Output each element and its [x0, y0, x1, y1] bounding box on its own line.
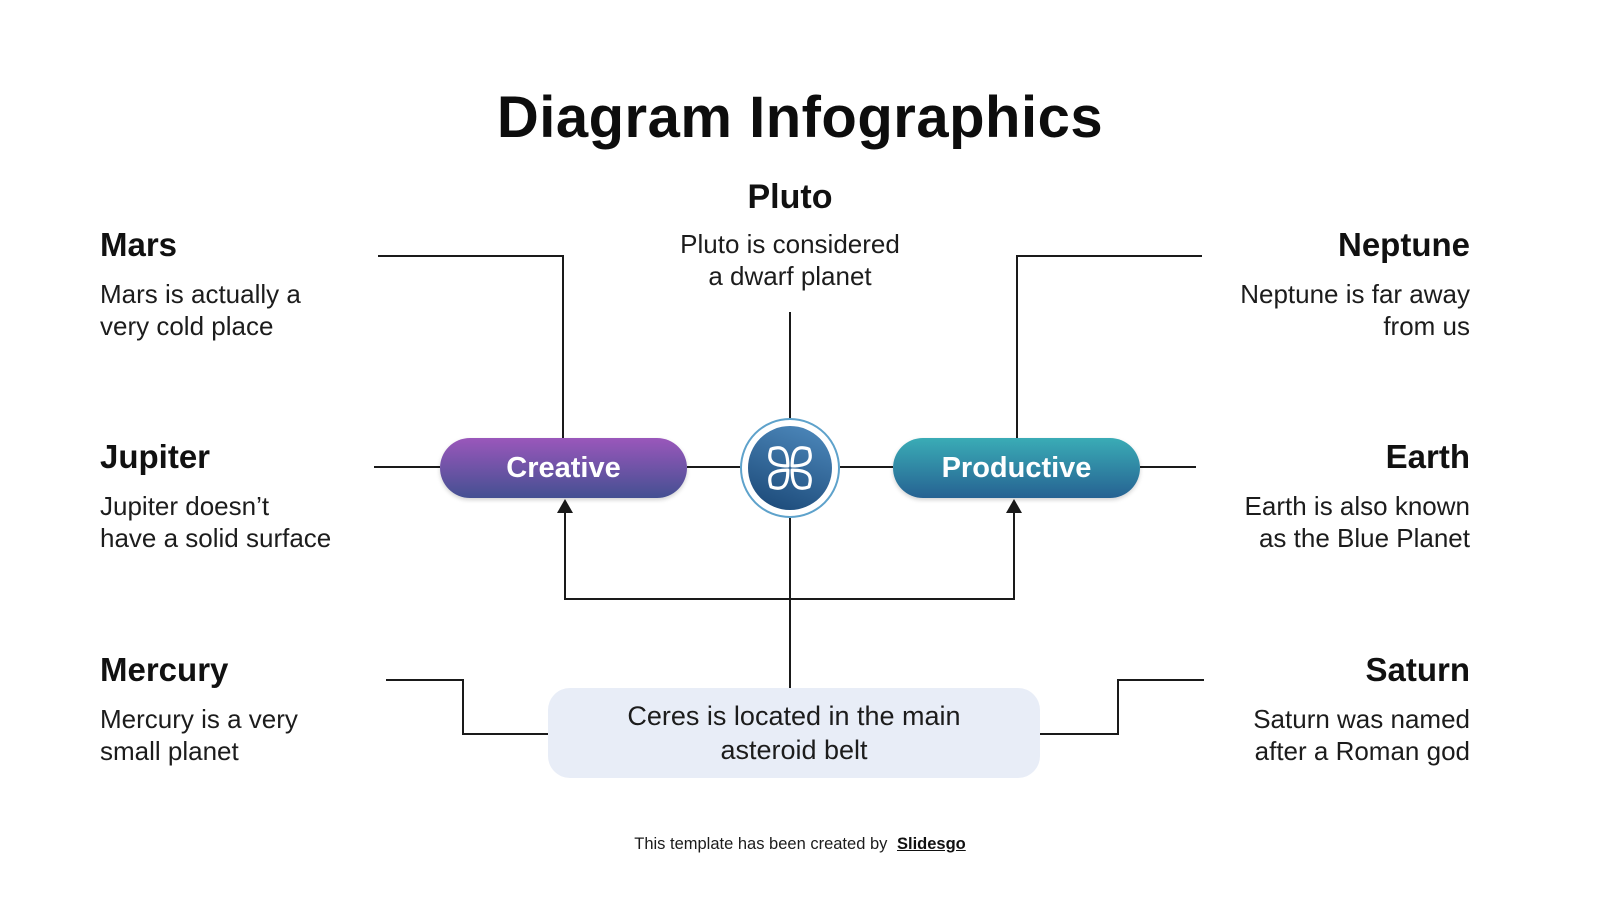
section-mars: Mars Mars is actually a very cold place — [100, 226, 430, 342]
connector-left-arrow-vertical — [564, 512, 566, 600]
connector-creative-hub — [687, 466, 740, 468]
body-line: have a solid surface — [100, 523, 332, 553]
connector-mercury-horizontal-2 — [462, 733, 548, 735]
connector-bottom-horizontal — [565, 598, 1015, 600]
body-line: a dwarf planet — [708, 261, 872, 291]
section-body: Mercury is a very small planet — [100, 703, 430, 767]
body-line: from us — [1383, 311, 1470, 341]
footer-credit: This template has been created by Slides… — [0, 835, 1600, 854]
arrow-up-creative-icon — [557, 499, 573, 513]
section-body: Neptune is far away from us — [1140, 278, 1470, 342]
section-body: Pluto is considered a dwarf planet — [615, 228, 965, 292]
body-line: very cold place — [100, 311, 274, 341]
section-earth: Earth Earth is also known as the Blue Pl… — [1140, 438, 1470, 554]
arrow-up-productive-icon — [1006, 499, 1022, 513]
body-line: Saturn was named — [1253, 704, 1470, 734]
ceres-callout: Ceres is located in the main asteroid be… — [548, 688, 1040, 778]
section-heading: Jupiter — [100, 438, 211, 475]
body-line: as the Blue Planet — [1258, 523, 1470, 553]
section-pluto: Pluto Pluto is considered a dwarf planet — [615, 178, 965, 292]
creative-pill-label: Creative — [506, 451, 621, 484]
connector-neptune-vertical — [1016, 255, 1018, 439]
connector-hub-callout-vertical — [789, 518, 791, 688]
body-line: Mercury is a very — [100, 704, 298, 734]
connector-mercury-vertical — [462, 679, 464, 735]
body-line: Jupiter doesn’t — [100, 491, 270, 521]
section-heading: Neptune — [1338, 226, 1470, 263]
connector-mars-horizontal — [378, 255, 564, 257]
page-title: Diagram Infographics — [496, 85, 1104, 150]
center-hub — [740, 418, 840, 518]
section-body: Mars is actually a very cold place — [100, 278, 430, 342]
section-saturn: Saturn Saturn was named after a Roman go… — [1140, 651, 1470, 767]
section-heading: Mercury — [100, 651, 229, 688]
connector-saturn-horizontal-2 — [1117, 679, 1204, 681]
productive-pill-label: Productive — [941, 451, 1092, 484]
connector-jupiter-horizontal — [374, 466, 440, 468]
connector-pluto-vertical — [789, 312, 791, 419]
creative-pill: Creative — [440, 438, 687, 498]
body-line: Neptune is far away — [1240, 279, 1470, 309]
section-body: Earth is also known as the Blue Planet — [1140, 490, 1470, 554]
body-line: Earth is also known — [1244, 491, 1470, 521]
connector-saturn-horizontal-1 — [1040, 733, 1119, 735]
section-neptune: Neptune Neptune is far away from us — [1140, 226, 1470, 342]
slidesgo-link[interactable]: Slidesgo — [896, 835, 966, 853]
connector-saturn-vertical — [1117, 679, 1119, 735]
connector-mars-vertical — [562, 255, 564, 439]
section-body: Jupiter doesn’t have a solid surface — [100, 490, 430, 554]
section-mercury: Mercury Mercury is a very small planet — [100, 651, 430, 767]
connector-neptune-horizontal — [1016, 255, 1202, 257]
section-heading: Saturn — [1365, 651, 1470, 688]
section-jupiter: Jupiter Jupiter doesn’t have a solid sur… — [100, 438, 430, 554]
section-heading: Mars — [100, 226, 178, 263]
connector-earth-horizontal — [1140, 466, 1196, 468]
body-line: small planet — [100, 736, 239, 766]
callout-line: Ceres is located in the main — [627, 701, 961, 731]
section-heading: Pluto — [747, 178, 833, 216]
connector-right-arrow-vertical — [1013, 512, 1015, 600]
connector-mercury-horizontal-1 — [386, 679, 464, 681]
four-petal-flower-icon — [748, 426, 832, 510]
body-line: Mars is actually a — [100, 279, 301, 309]
body-line: after a Roman god — [1254, 736, 1470, 766]
body-line: Pluto is considered — [680, 229, 900, 259]
footer-text: This template has been created by — [634, 835, 888, 853]
connector-hub-productive — [840, 466, 893, 468]
callout-line: asteroid belt — [720, 735, 868, 765]
section-heading: Earth — [1385, 438, 1470, 475]
section-body: Saturn was named after a Roman god — [1140, 703, 1470, 767]
productive-pill: Productive — [893, 438, 1140, 498]
